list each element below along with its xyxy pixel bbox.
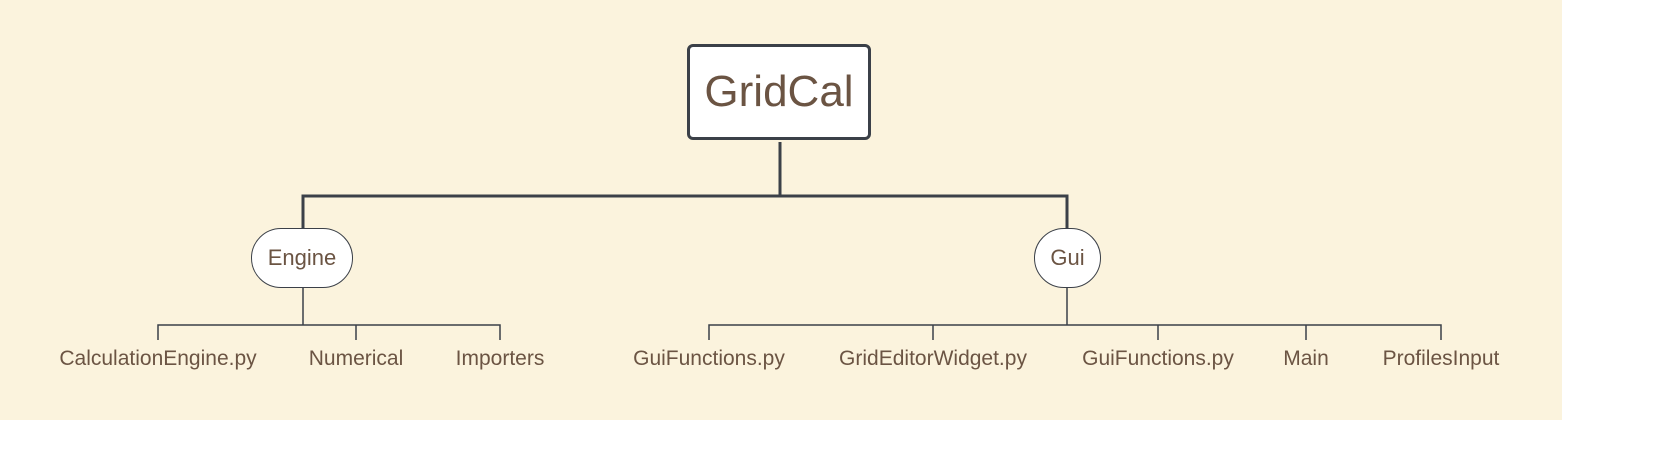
connector-lines xyxy=(157,142,1442,340)
leaf-node-main[interactable]: Main xyxy=(1283,347,1329,370)
root-node[interactable]: GridCal xyxy=(687,44,871,140)
gui-children-bus xyxy=(708,324,1442,340)
branch-bus xyxy=(301,194,1069,228)
leaf-node-numerical[interactable]: Numerical xyxy=(308,347,404,370)
leaf-node-grideditorwidget[interactable]: GridEditorWidget.py xyxy=(839,347,1027,370)
leaf-node-profilesinput[interactable]: ProfilesInput xyxy=(1382,347,1500,370)
branch-node-engine[interactable]: Engine xyxy=(251,228,353,288)
leaf-node-calculationengine[interactable]: CalculationEngine.py xyxy=(59,347,257,370)
leaf-node-guifunctions-2[interactable]: GuiFunctions.py xyxy=(1082,347,1234,370)
branch-node-gui[interactable]: Gui xyxy=(1034,228,1101,288)
branch-node-label: Engine xyxy=(267,245,337,270)
root-node-label: GridCal xyxy=(704,67,854,116)
branch-node-label: Gui xyxy=(1050,245,1085,270)
mind-map-canvas: GridCal Engine Gui CalculationEngine.py … xyxy=(0,0,1562,420)
engine-children-bus xyxy=(157,324,501,340)
leaf-node-guifunctions[interactable]: GuiFunctions.py xyxy=(633,347,785,370)
leaf-node-importers[interactable]: Importers xyxy=(455,347,545,370)
